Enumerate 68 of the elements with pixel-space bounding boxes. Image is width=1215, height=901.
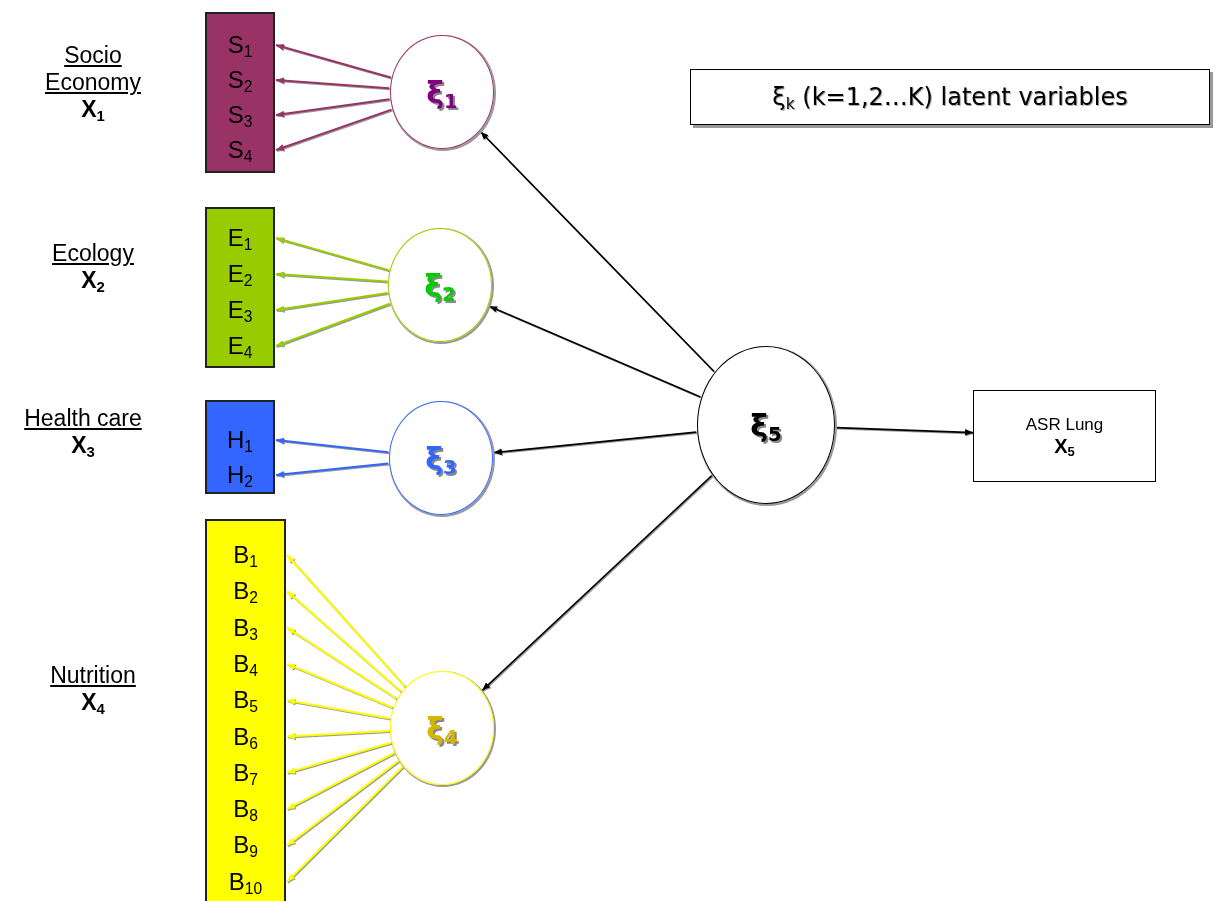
- arrow: [286, 698, 391, 720]
- group-variable: X$_{4}$: [81, 689, 105, 716]
- arrow: [275, 302, 391, 347]
- group-variable: X$_{1}$: [81, 96, 105, 123]
- indicator-bar: [205, 207, 275, 368]
- latent-variable-circle: [697, 346, 835, 504]
- arrow: [286, 729, 391, 740]
- arrow: [286, 752, 396, 811]
- indicator-label: B$_{2}$: [207, 574, 284, 609]
- group-name: Nutrition: [50, 662, 136, 689]
- arrow: [275, 437, 390, 454]
- arrow: [275, 108, 393, 151]
- indicator-label: B$_{9}$: [207, 828, 284, 863]
- indicator-label: S$_{4}$: [207, 133, 273, 167]
- arrow: [286, 554, 406, 688]
- indicator-label: S$_{3}$: [207, 98, 273, 132]
- arrow: [275, 271, 389, 283]
- arrow: [835, 426, 974, 436]
- arrow: [286, 626, 398, 700]
- arrow: [275, 237, 390, 272]
- arrow: [286, 662, 394, 709]
- group-variable: X$_{3}$: [71, 432, 95, 459]
- group-name: Socio Economy: [44, 42, 142, 96]
- arrow: [481, 474, 713, 692]
- indicator-label: H$_{1}$: [207, 423, 273, 457]
- arrow: [286, 590, 402, 693]
- arrow: [275, 44, 392, 79]
- legend-box: [690, 69, 1210, 125]
- indicator-label: B$_{1}$: [207, 538, 284, 572]
- indicator-label: B$_{5}$: [207, 683, 284, 718]
- outcome-box: [973, 390, 1156, 482]
- indicator-label: S$_{1}$: [207, 28, 273, 62]
- latent-variable-symbol: ξ$_{1}$: [426, 74, 458, 110]
- indicator-label: B$_{8}$: [207, 792, 284, 827]
- arrow: [286, 765, 404, 883]
- arrow: [493, 431, 698, 455]
- group-name: Health care: [24, 405, 142, 432]
- indicator-label: B$_{7}$: [207, 755, 284, 790]
- latent-variable-symbol: ξ$_{4}$: [426, 710, 458, 746]
- latent-variable-symbol: ξ$_{3}$: [425, 440, 457, 476]
- latent-variable-symbol: ξ$_{5}$: [750, 407, 782, 443]
- group-variable: X$_{2}$: [81, 267, 105, 294]
- indicator-label: E$_{2}$: [207, 257, 273, 291]
- indicator-label: B$_{10}$: [207, 864, 284, 899]
- group-name: Ecology: [52, 240, 134, 267]
- arrow: [479, 130, 715, 373]
- arrow: [275, 462, 390, 478]
- arrow: [286, 760, 400, 847]
- indicator-label: E$_{1}$: [207, 221, 273, 255]
- indicator-bar: [205, 519, 286, 901]
- arrow: [286, 741, 392, 774]
- indicator-label: E$_{4}$: [207, 329, 273, 363]
- legend-text: ξ$_{k}$ (k=1,2…K) latent variables: [772, 83, 1128, 111]
- indicator-label: E$_{3}$: [207, 293, 273, 327]
- arrow: [275, 98, 391, 118]
- arrow: [275, 77, 391, 90]
- arrow: [488, 305, 702, 398]
- indicator-label: S$_{2}$: [207, 63, 273, 97]
- indicator-label: B$_{4}$: [207, 646, 284, 681]
- indicator-bar: [205, 400, 275, 494]
- indicator-label: B$_{6}$: [207, 719, 284, 754]
- latent-variable-symbol: ξ$_{2}$: [424, 267, 456, 303]
- outcome-label: ASR Lung: [1025, 414, 1104, 435]
- indicator-label: H$_{2}$: [207, 458, 273, 492]
- indicator-bar: [205, 12, 275, 173]
- indicator-label: B$_{3}$: [207, 610, 284, 645]
- outcome-variable: X$_{5}$: [1054, 434, 1075, 458]
- arrow: [275, 292, 389, 312]
